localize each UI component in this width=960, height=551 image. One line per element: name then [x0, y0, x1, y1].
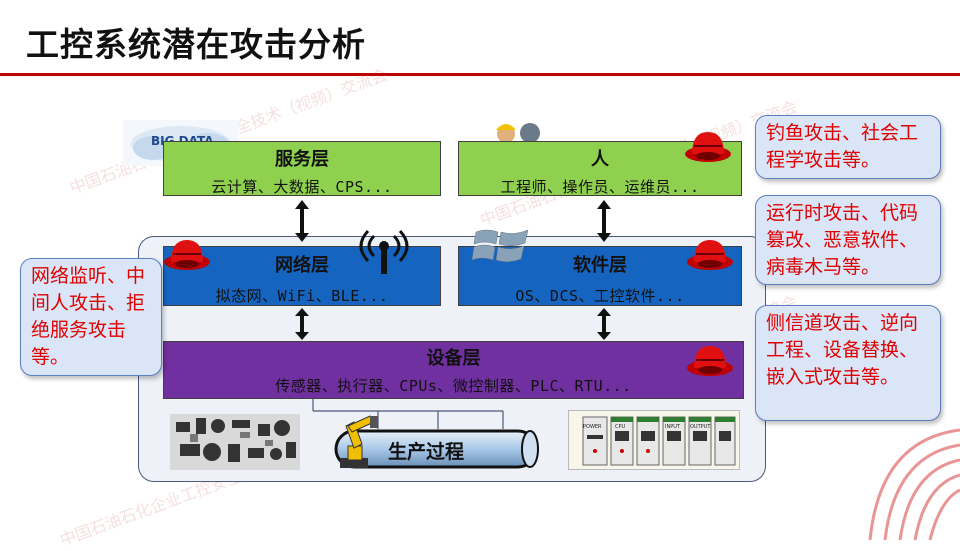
page-title: 工控系统潜在攻击分析: [26, 25, 366, 64]
hacker-hat-icon: [687, 240, 733, 270]
components-photo: [170, 414, 300, 470]
people-layer-title: 人: [591, 149, 609, 170]
double-arrow-icon: [295, 200, 309, 242]
device-layer: 设备层 传感器、执行器、CPUs、微控制器、PLC、RTU...: [163, 341, 744, 399]
hacker-hat-icon: [687, 346, 733, 376]
service-layer-title: 服务层: [275, 149, 329, 170]
title-divider: [0, 73, 960, 76]
device-attack-callout: 侧信道攻击、逆向工程、设备替换、嵌入式攻击等。: [755, 305, 941, 421]
plc-rack-icon: POWER CPU INPUT OUTPUT: [568, 410, 740, 470]
software-layer-title: 软件层: [573, 255, 627, 276]
device-layer-subtitle: 传感器、执行器、CPUs、微控制器、PLC、RTU...: [275, 377, 632, 395]
robot-arm-icon: [340, 415, 378, 468]
production-process-label: 生产过程: [388, 441, 465, 463]
hacker-hat-icon: [164, 240, 210, 270]
network-layer-subtitle: 拟态网、WiFi、BLE...: [215, 287, 389, 305]
plc-input-label: INPUT: [665, 424, 680, 430]
service-layer: 服务层 云计算、大数据、CPS...: [163, 141, 441, 196]
network-attack-callout: 网络监听、中间人攻击、拒绝服务攻击等。: [20, 258, 162, 376]
people-layer-subtitle: 工程师、操作员、运维员...: [500, 178, 700, 196]
plc-output-label: OUTPUT: [690, 424, 711, 430]
production-pipe-icon: [334, 429, 539, 469]
plc-power-label: POWER: [583, 424, 602, 430]
service-layer-subtitle: 云计算、大数据、CPS...: [211, 178, 393, 196]
software-layer: 软件层 OS、DCS、工控软件...: [458, 246, 742, 306]
hacker-hat-icon: [685, 132, 731, 162]
corner-decoration-icon: [868, 428, 960, 540]
double-arrow-icon: [295, 308, 309, 340]
network-layer-title: 网络层: [275, 255, 329, 276]
antenna-icon: [359, 229, 409, 274]
software-layer-subtitle: OS、DCS、工控软件...: [515, 287, 685, 305]
double-arrow-icon: [597, 308, 611, 340]
windows-logo-icon: [471, 229, 529, 262]
social-engineering-callout: 钓鱼攻击、社会工程学攻击等。: [755, 115, 941, 179]
runtime-attack-callout: 运行时攻击、代码篡改、恶意软件、病毒木马等。: [755, 195, 941, 285]
device-layer-title: 设备层: [426, 348, 481, 369]
double-arrow-icon: [597, 200, 611, 242]
plc-cpu-label: CPU: [615, 424, 626, 430]
